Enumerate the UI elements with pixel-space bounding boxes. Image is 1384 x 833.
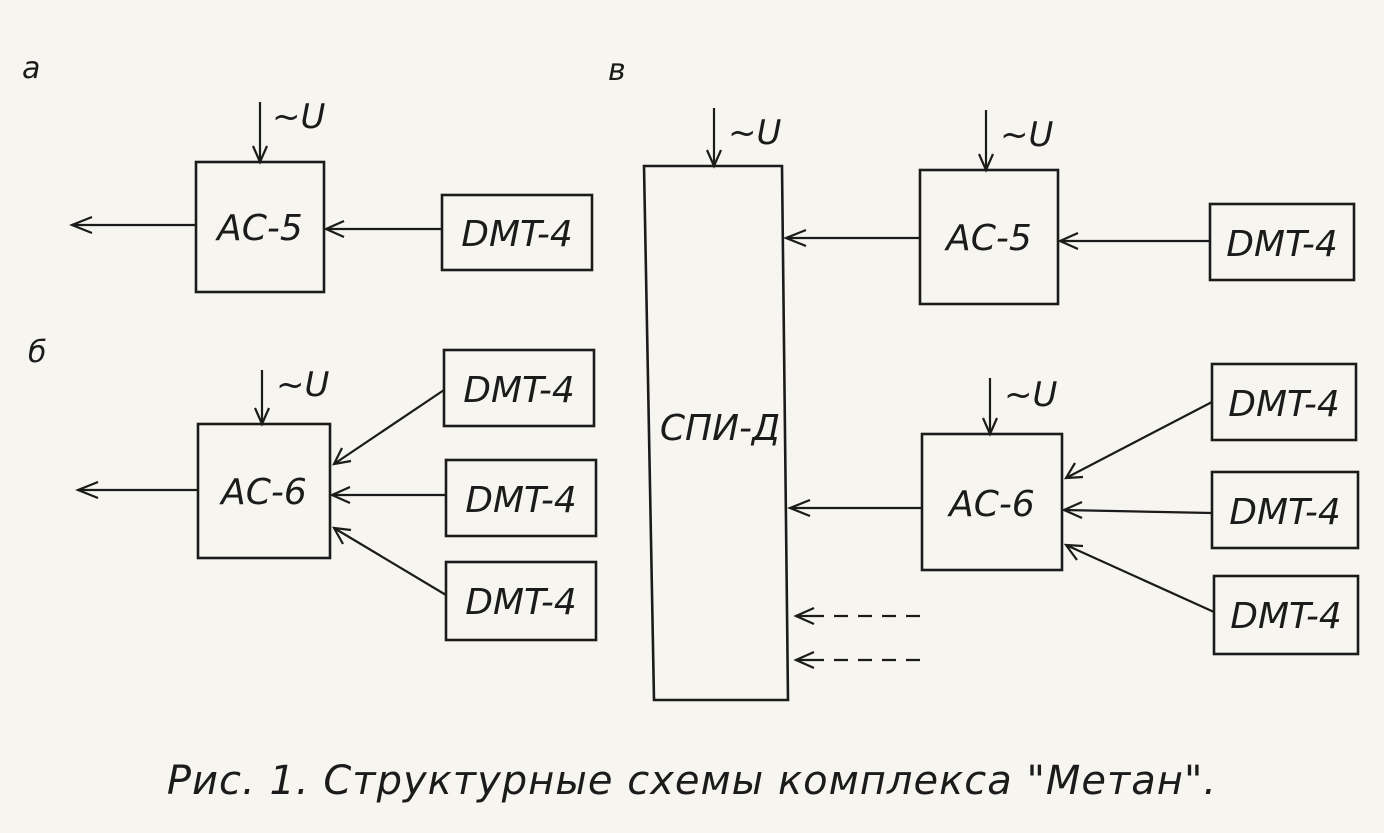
ac6-label: AC-6 [219,472,307,513]
output-arrow-a [69,215,196,235]
arrow-dmt4-c4-to-ac6 [1063,543,1215,614]
supply-input-c-ac5: ~U [977,110,1053,173]
figure-caption: Рис. 1. Структурные схемы комплекса "Мет… [167,758,1217,804]
supply-input-c-ac6: ~U [981,375,1057,437]
dmt4-label: DMT-4 [1226,224,1338,265]
ac5-label: AC-5 [215,208,303,249]
dmt4-label: DMT-4 [1229,492,1341,533]
dmt4-label: DMT-4 [465,582,577,623]
dmt4-block-b2: DMT-4 [444,458,598,538]
arrow-dmt4-b1-to-ac6 [332,389,445,466]
panel-label-c: в [608,53,626,88]
supply-input-spid: ~U [705,108,781,169]
arrow-dmt4-c3-to-ac6 [1061,500,1213,520]
supply-label: ~U [728,113,781,153]
supply-label: ~U [1000,115,1053,155]
ac5-label: AC-5 [944,218,1032,259]
ac6-block-c: AC-6 [920,432,1064,572]
arrow-dmt4-b2-to-ac6 [329,485,446,505]
output-arrow-b [75,480,198,500]
dmt4-label: DMT-4 [1228,384,1340,425]
dmt4-block-c1: DMT-4 [1208,202,1356,282]
extra-input-2 [793,650,920,670]
arrow-dmt4-to-ac5-a [323,219,442,239]
ac6-label: AC-6 [947,484,1035,525]
dmt4-block-c2: DMT-4 [1210,362,1358,442]
ac6-block-b: AC-6 [196,422,332,560]
ac5-block-c: AC-5 [918,168,1060,306]
supply-label: ~U [1004,375,1057,415]
spid-label: СПИ-Д [660,408,780,449]
supply-input-b: ~U [253,365,329,427]
dmt4-block-c4: DMT-4 [1212,574,1360,656]
dmt4-block-a: DMT-4 [440,193,594,272]
arrow-dmt4-c2-to-ac6 [1063,401,1213,480]
dmt4-block-b1: DMT-4 [442,348,596,428]
supply-label: ~U [276,365,329,405]
dmt4-block-c3: DMT-4 [1210,470,1360,550]
arrow-dmt4-b3-to-ac6 [331,526,447,596]
arrow-ac6-to-spid [787,498,922,518]
dmt4-block-b3: DMT-4 [444,560,598,642]
panel-label-a: а [22,51,40,86]
dmt4-label: DMT-4 [1230,596,1342,637]
arrow-dmt4-c1-to-ac5 [1057,231,1210,251]
spid-block: СПИ-Д [642,164,790,702]
extra-input-1 [793,606,920,626]
arrow-ac5-to-spid [783,228,920,248]
ac5-block-a: AC-5 [194,160,326,294]
dmt4-label: DMT-4 [461,214,573,255]
supply-input-a: ~U [251,97,325,165]
dmt4-label: DMT-4 [463,370,575,411]
panel-label-b: б [28,335,47,370]
supply-label: ~U [272,97,325,137]
dmt4-label: DMT-4 [465,480,577,521]
